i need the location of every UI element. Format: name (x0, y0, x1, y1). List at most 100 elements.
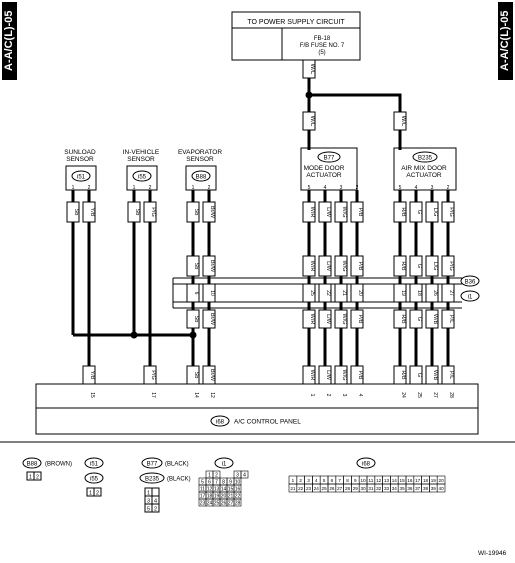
airmix-pin-4: 4 (415, 185, 418, 191)
evaporator-wire-1: Sb (193, 209, 199, 216)
legend-b88: B88 (27, 462, 38, 468)
i1-label: i1 (468, 295, 473, 301)
i68-legend-pin: 18 (423, 478, 429, 483)
legend-i51-pin-1: 1 (89, 491, 92, 497)
evaporator-label-2: SENSOR (186, 156, 214, 163)
i1-airmix-1: 19 (400, 290, 406, 296)
i68-legend-pin: 25 (322, 486, 328, 491)
airmix-power-wire-label: W/L (400, 116, 406, 127)
legend-b235-oval (139, 472, 165, 484)
panel-wire-9: R/B (400, 370, 406, 380)
sunload-id: i51 (77, 175, 86, 181)
panel-wire-6: L/W (325, 370, 331, 381)
i1-mode-1-wire: W/R (309, 314, 315, 325)
i1-legend-pin: 25 (214, 501, 220, 507)
panel-pin-5: 1 (309, 394, 315, 397)
panel-wire-12: P/L (448, 371, 454, 379)
i1-legend-pin: 28 (235, 501, 241, 507)
b36-mode-wire-4: P/B (357, 262, 363, 271)
legend-b77-oval (141, 457, 163, 469)
i1-legend-pin: 23 (200, 501, 206, 507)
legend-b235: B235 (145, 477, 160, 483)
panel-id-oval (210, 415, 230, 427)
legend-b77-pin-4: 4 (154, 499, 157, 505)
invehicle-pin-1: 1 (133, 185, 136, 191)
i68-legend-pin: 35 (400, 486, 406, 491)
legend-b77-pin-5: 5 (147, 507, 150, 513)
airmix-wire-2: G (416, 210, 422, 214)
panel-pin-7: 3 (341, 394, 347, 397)
mode-power-wire-label: W/L (309, 116, 315, 127)
i68-legend-pin: 24 (314, 486, 320, 491)
i1-legend-pin: 26 (221, 501, 227, 507)
power-title: TO POWER SUPPLY CIRCUIT (247, 19, 345, 26)
i68-legend-pin: 37 (415, 486, 421, 491)
legend-i1: i1 (222, 462, 227, 468)
mode-label-1: MODE DOOR (304, 165, 345, 172)
b36-airmix-wire-2: G (416, 264, 422, 268)
sensor-boxes (65, 165, 217, 191)
shield-splice-dot-1 (130, 331, 138, 339)
i68-legend-pin: 23 (306, 486, 312, 491)
i1-mode-2: 22 (325, 290, 331, 296)
invehicle-id: i55 (138, 175, 147, 181)
legend-b77-pin-3: 3 (147, 499, 150, 505)
b36-label: B36 (465, 280, 476, 286)
panel-pin-8: 4 (357, 394, 363, 397)
i1-legend-pin: 12 (207, 487, 213, 493)
i1-airmix-3: 26 (432, 290, 438, 296)
legend-i55-oval (84, 472, 104, 484)
b36-evap-wire-2: Br/W (209, 260, 215, 273)
i1-legend-pin: 19 (214, 494, 220, 500)
airmix-wire-1: R/B (400, 207, 406, 217)
panel-wire-7: W/G (341, 370, 347, 381)
i68-legend-pin: 32 (376, 486, 382, 491)
i1-evap-1-wire: Sb (193, 316, 199, 323)
panel-pin-2: 17 (150, 392, 156, 398)
i1-legend-pin: 3 (236, 473, 239, 479)
airmix-label-2: ACTUATOR (406, 172, 441, 179)
airmix-wire-4: P/G (448, 207, 454, 216)
i1-legend-pin: 18 (207, 494, 213, 500)
airmix-wire-3: L/G (432, 208, 438, 217)
sunload-pin-1: 1 (72, 185, 75, 191)
i1-legend-pin: 4 (243, 473, 246, 479)
legend-b235-color: (BLACK) (167, 477, 191, 483)
evaporator-pin-2: 2 (208, 185, 211, 191)
b36-evap-wire-1: Sb (193, 263, 199, 270)
i1-legend-pin: 13 (214, 487, 220, 493)
i68-legend-pin: 30 (361, 486, 367, 491)
legend-i51: i51 (90, 462, 99, 468)
panel-pin-12: 28 (448, 392, 454, 398)
actuator-boxes (300, 147, 457, 191)
legend-b77-pin-6: 2 (154, 507, 157, 513)
i68-legend-pin: 8 (346, 478, 349, 483)
airmix-pin-2: 2 (447, 185, 450, 191)
i68-legend-pin: 5 (323, 478, 326, 483)
i1-legend-pin: 1 (208, 473, 211, 479)
panel-body (35, 407, 479, 435)
i68-legend-pin: 29 (353, 486, 359, 491)
i68-legend-pin: 2 (299, 478, 302, 483)
fuse-line2: F/B FUSE NO. 7 (300, 43, 345, 49)
i68-legend-pin: 36 (407, 486, 413, 491)
mode-wire-1: W/R (309, 207, 315, 218)
i1-mode-4: 20 (357, 290, 363, 296)
i1-legend-pin: 14 (221, 487, 227, 493)
panel-wire-2: P/G (150, 370, 156, 379)
i1-oval (460, 290, 480, 302)
i68-legend-pin: 9 (354, 478, 357, 483)
legend-i1-oval (214, 457, 234, 469)
i1-airmix-1-wire: R/B (400, 314, 406, 324)
mode-pin-4: 4 (324, 185, 327, 191)
i1-legend-pin: 16 (235, 487, 241, 493)
sensor-id-ovals (71, 170, 211, 182)
i1-airmix-4: 27 (448, 290, 454, 296)
i1-legend-pin: 6 (208, 480, 211, 486)
i68-legend-pin: 17 (415, 478, 421, 483)
panel-label: A/C CONTROL PANEL (234, 419, 301, 426)
i1-evap-2: 10 (209, 290, 215, 296)
b36-mode-wire-1: W/R (309, 261, 315, 272)
